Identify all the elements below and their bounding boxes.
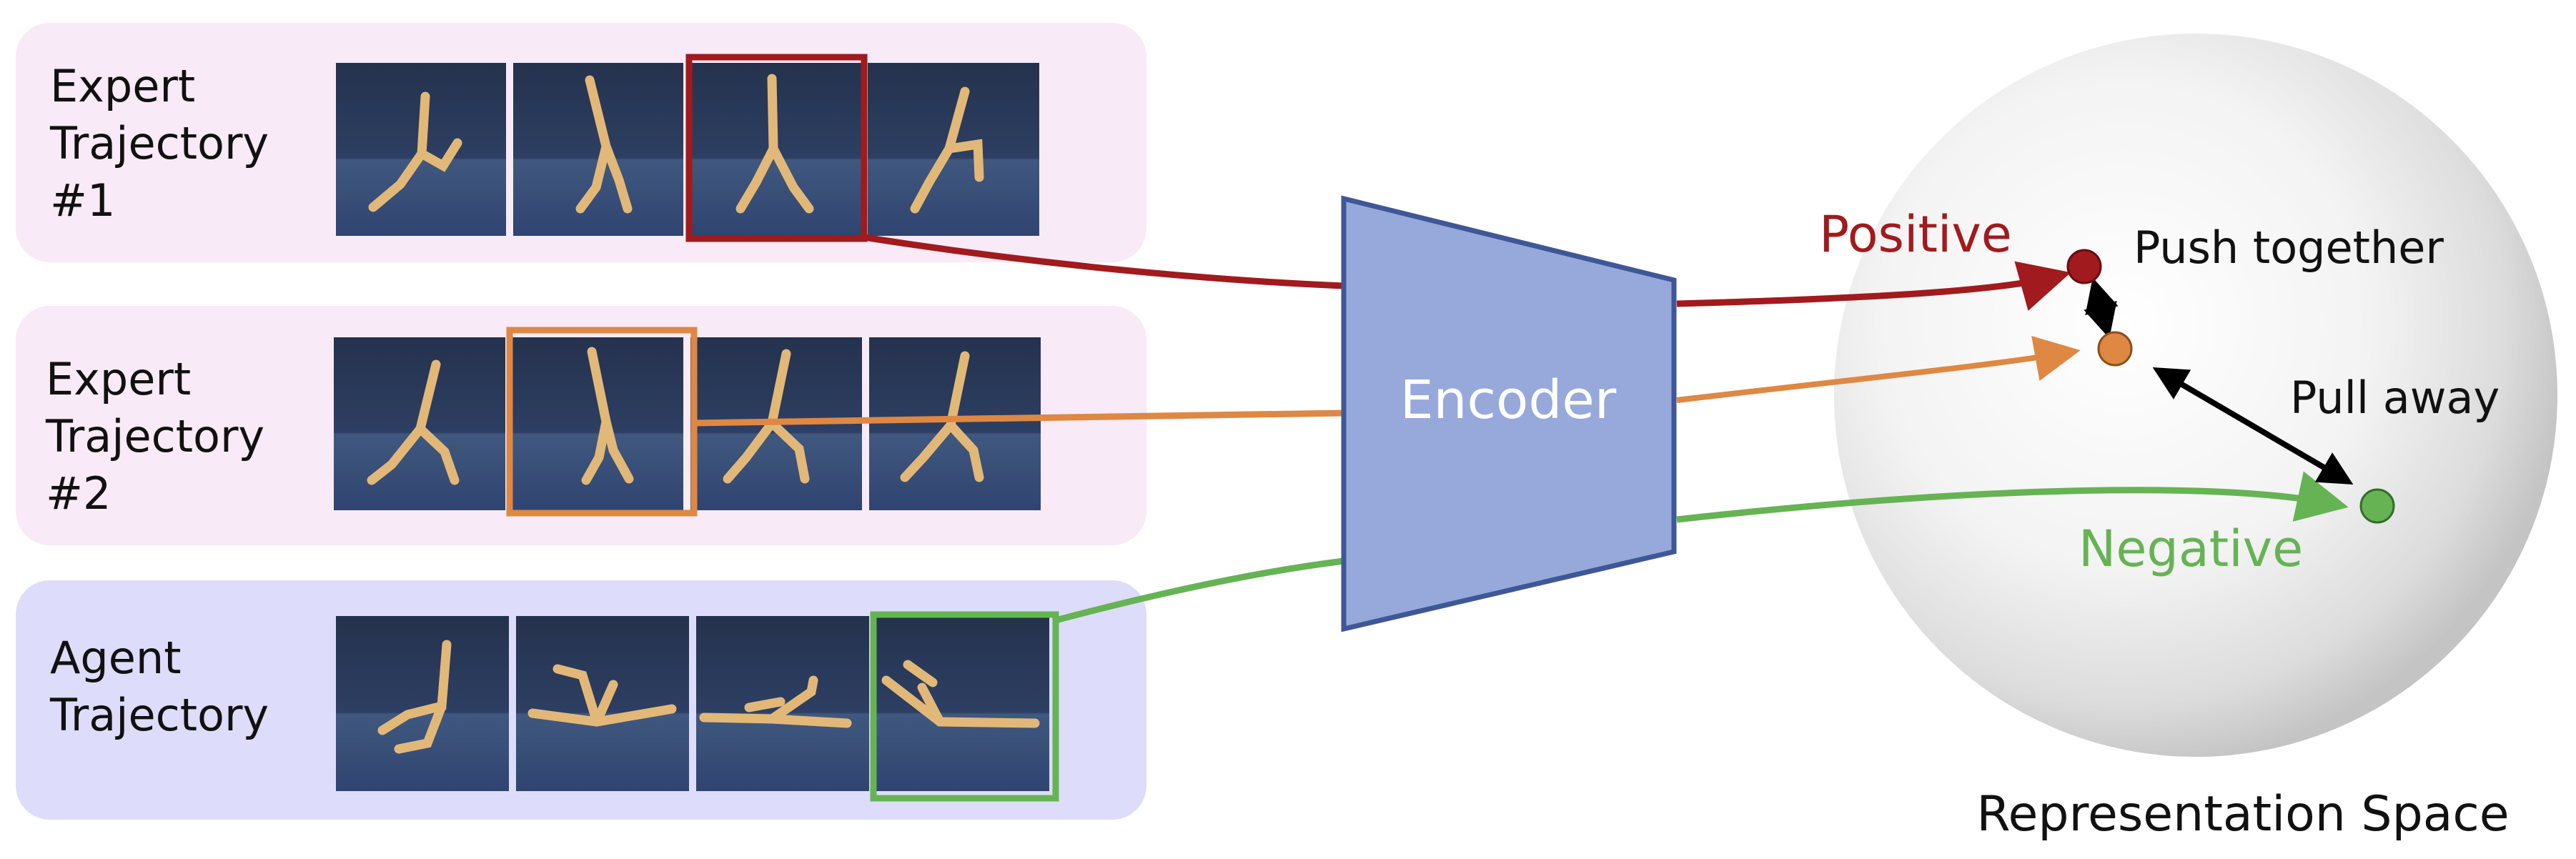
encoder-label: Encoder bbox=[1400, 369, 1617, 431]
positive-input-line bbox=[863, 234, 1344, 289]
negative-label: Negative bbox=[2079, 520, 2303, 578]
negative-frame-highlight bbox=[870, 611, 1059, 802]
expert-trajectory-2-label: Expert Trajectory #2 bbox=[45, 353, 279, 520]
push-together-arrow bbox=[2084, 277, 2119, 339]
frame-agent-2 bbox=[516, 616, 689, 791]
pull-away-label: Pull away bbox=[2290, 372, 2500, 424]
pull-away-arrow bbox=[2152, 367, 2354, 485]
frame-expert1-2 bbox=[513, 63, 683, 236]
frame-expert2-2 bbox=[512, 337, 683, 510]
frame-expert2-1 bbox=[334, 337, 505, 510]
frame-agent-3 bbox=[696, 616, 869, 791]
agent-trajectory-label: Agent Trajectory bbox=[49, 632, 269, 741]
frame-agent-4 bbox=[876, 616, 1049, 791]
frame-agent-1 bbox=[336, 616, 509, 791]
anchor-output-arrow bbox=[1676, 335, 2081, 403]
positive-point bbox=[2066, 249, 2102, 284]
positive-frame-highlight bbox=[685, 54, 868, 242]
positive-output-arrow bbox=[1676, 261, 2071, 312]
negative-input-line bbox=[1054, 557, 1344, 624]
frame-expert1-1 bbox=[336, 63, 506, 236]
push-together-label: Push together bbox=[2134, 222, 2444, 274]
negative-output-arrow bbox=[1676, 471, 2349, 523]
positive-label: Positive bbox=[1819, 205, 2012, 264]
frame-expert1-3 bbox=[690, 63, 861, 236]
frame-expert2-4 bbox=[869, 337, 1041, 510]
negative-point bbox=[2359, 488, 2395, 524]
representation-space-title: Representation Space bbox=[1976, 786, 2509, 843]
frame-expert1-4 bbox=[868, 63, 1039, 236]
encoder-block bbox=[1341, 195, 1677, 632]
anchor-point bbox=[2097, 331, 2133, 367]
expert-trajectory-1-label: Expert Trajectory #1 bbox=[49, 60, 283, 227]
anchor-input-line bbox=[693, 409, 1344, 427]
